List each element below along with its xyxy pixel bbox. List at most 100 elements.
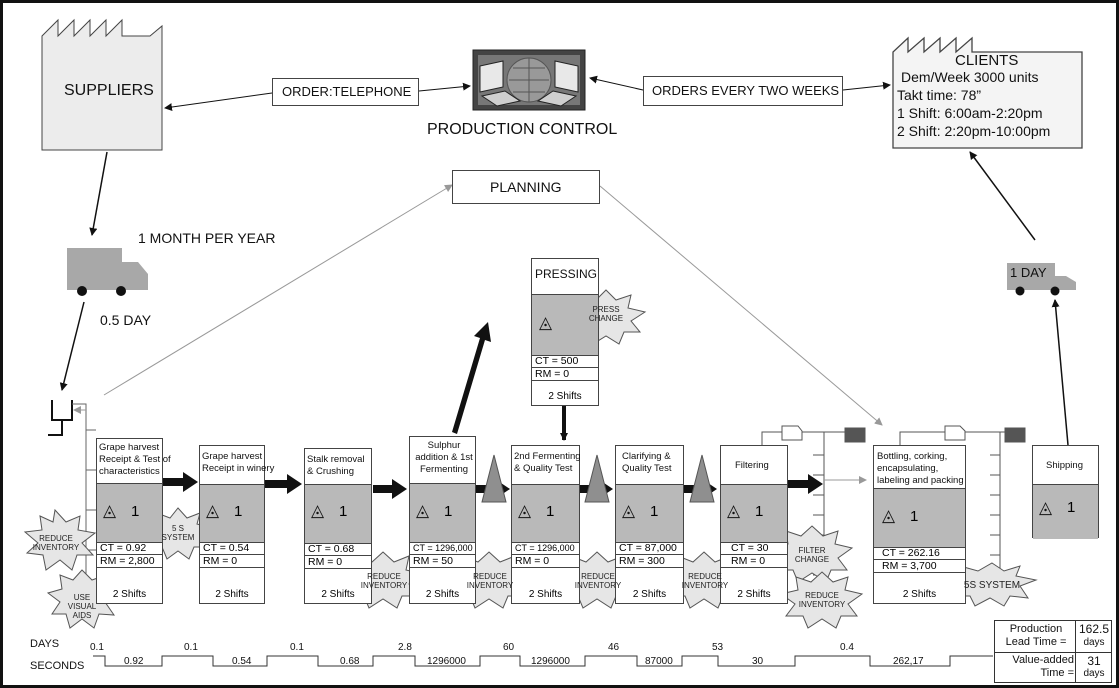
production-lead-time-value: 162.5 bbox=[1077, 622, 1111, 636]
operator-count: 1 bbox=[910, 508, 918, 525]
seconds-value: 1296000 bbox=[427, 656, 466, 667]
days-value: 46 bbox=[608, 642, 619, 653]
pressing-shifts: 2 Shifts bbox=[532, 389, 598, 405]
process-ct: CT = 0.54 bbox=[200, 542, 264, 555]
clients-title: CLIENTS bbox=[955, 52, 1018, 69]
seconds-label: SECONDS bbox=[30, 660, 84, 672]
computer-icon bbox=[473, 50, 585, 110]
burst-label: 5 S SYSTEM bbox=[155, 524, 201, 542]
process-box: Grape harvest Receipt in winery ◬ 1 CT =… bbox=[199, 445, 265, 604]
process-rm: RM = 3,700 bbox=[874, 560, 965, 573]
operator-count: 1 bbox=[444, 503, 452, 520]
seconds-value: 0.92 bbox=[124, 656, 143, 667]
burst-label: PRESS CHANGE bbox=[585, 305, 627, 323]
days-value: 0.1 bbox=[184, 642, 198, 653]
process-ct: CT = 262.16 bbox=[874, 547, 965, 560]
value-added-label: Value-added Time = bbox=[998, 654, 1074, 680]
burst-label: REDUCE INVENTORY bbox=[464, 572, 516, 590]
operator-icon: ◬ bbox=[1039, 498, 1052, 518]
process-box: 2nd Fermenting & Quality Test ◬ 1 CT = 1… bbox=[511, 445, 580, 604]
operator-icon: ◬ bbox=[727, 501, 740, 521]
process-ct: CT = 0.92 bbox=[97, 542, 162, 555]
push-arrow-icon bbox=[788, 474, 823, 494]
process-ct: CT = 0.68 bbox=[305, 543, 371, 556]
pressing-ct: CT = 500 bbox=[532, 355, 598, 368]
process-rm: RM = 2,800 bbox=[97, 555, 162, 568]
burst-label: REDUCE INVENTORY bbox=[30, 534, 82, 552]
process-shifts: 2 Shifts bbox=[200, 587, 264, 603]
value-added-value: 31 bbox=[1077, 654, 1111, 668]
push-arrow-icon bbox=[373, 479, 407, 499]
pressing-title: PRESSING bbox=[535, 267, 597, 281]
operator-count: 1 bbox=[234, 503, 242, 520]
production-lead-time-unit: days bbox=[1077, 637, 1111, 648]
order-telephone-label: ORDER:TELEPHONE bbox=[282, 84, 411, 99]
seconds-value: 0.54 bbox=[232, 656, 251, 667]
one-month-per-year-label: 1 MONTH PER YEAR bbox=[138, 230, 275, 246]
process-name: 2nd Fermenting & Quality Test bbox=[514, 451, 584, 475]
process-ct: CT = 30 bbox=[721, 542, 787, 555]
process-box: Grape harvest Receipt & Test of characte… bbox=[96, 438, 163, 604]
seconds-value: 1296000 bbox=[531, 656, 570, 667]
burst-label: USE VISUAL AIDS bbox=[62, 593, 102, 620]
process-box: Bottling, corking, encapsulating, labeli… bbox=[873, 445, 966, 604]
operator-icon: ◬ bbox=[103, 501, 116, 521]
operator-count: 1 bbox=[755, 503, 763, 520]
inventory-triangle-icon bbox=[690, 455, 714, 502]
inventory-triangle-icon bbox=[482, 455, 506, 502]
process-rm: RM = 0 bbox=[305, 556, 371, 569]
operator-icon: ◬ bbox=[518, 501, 531, 521]
operator-icon: ◬ bbox=[416, 501, 429, 521]
clients-line: 1 Shift: 6:00am-2:20pm bbox=[897, 105, 1043, 121]
burst-label: REDUCE INVENTORY bbox=[796, 591, 848, 609]
inventory-triangle-icon bbox=[585, 455, 609, 502]
planning-label: PLANNING bbox=[490, 179, 562, 195]
orders-every-two-weeks-label: ORDERS EVERY TWO WEEKS bbox=[652, 83, 839, 98]
process-rm: RM = 300 bbox=[616, 555, 683, 568]
production-lead-time-label: Production Lead Time = bbox=[998, 623, 1074, 649]
process-shifts: 2 Shifts bbox=[512, 587, 579, 603]
process-name: Stalk removal & Crushing bbox=[307, 454, 373, 478]
operator-icon: ◬ bbox=[311, 501, 324, 521]
process-name: Grape harvest Receipt in winery bbox=[202, 451, 277, 475]
days-value: 0.1 bbox=[90, 642, 104, 653]
operator-count: 1 bbox=[1067, 499, 1075, 516]
clients-line: Dem/Week 3000 units bbox=[901, 69, 1038, 85]
one-day-label: 1 DAY bbox=[1010, 265, 1047, 280]
process-rm: RM = 0 bbox=[721, 555, 787, 568]
days-value: 60 bbox=[503, 642, 514, 653]
process-shifts: 2 Shifts bbox=[97, 587, 162, 603]
process-name: Bottling, corking, encapsulating, labeli… bbox=[877, 451, 965, 487]
process-box: Clarifying & Quality Test ◬ 1 CT = 87,00… bbox=[615, 445, 684, 604]
process-name: Sulphur addition & 1st Fermenting bbox=[412, 440, 476, 476]
operator-icon: ◬ bbox=[539, 313, 552, 333]
operator-count: 1 bbox=[131, 503, 139, 520]
operator-icon: ◬ bbox=[622, 501, 635, 521]
half-day-label: 0.5 DAY bbox=[100, 312, 151, 328]
seconds-value: 87000 bbox=[645, 656, 673, 667]
process-name: Clarifying & Quality Test bbox=[622, 451, 682, 475]
days-value: 53 bbox=[712, 642, 723, 653]
receiving-dock-icon bbox=[48, 400, 72, 435]
clients-line: 2 Shift: 2:20pm-10:00pm bbox=[897, 123, 1050, 139]
process-rm: RM = 0 bbox=[512, 555, 579, 568]
operator-count: 1 bbox=[546, 503, 554, 520]
seconds-value: 30 bbox=[752, 656, 763, 667]
days-value: 0.1 bbox=[290, 642, 304, 653]
operator-count: 1 bbox=[339, 503, 347, 520]
burst-label: REDUCE INVENTORY bbox=[572, 572, 624, 590]
process-ct: CT = 87,000 bbox=[616, 542, 683, 555]
suppliers-label: SUPPLIERS bbox=[64, 82, 154, 100]
process-ct: CT = 1296,000 bbox=[410, 542, 475, 555]
operator-icon: ◬ bbox=[882, 506, 895, 526]
process-name: Shipping bbox=[1046, 460, 1096, 472]
shipping-box: Shipping ◬ 1 bbox=[1032, 445, 1099, 538]
days-value: 2.8 bbox=[398, 642, 412, 653]
production-control-label: PRODUCTION CONTROL bbox=[427, 121, 617, 139]
days-label: DAYS bbox=[30, 638, 59, 650]
process-name: Grape harvest Receipt & Test of characte… bbox=[99, 442, 179, 478]
push-arrow-icon bbox=[265, 474, 302, 494]
days-value: 0.4 bbox=[840, 642, 854, 653]
truck-icon bbox=[67, 248, 148, 296]
push-arrow-icon bbox=[452, 322, 491, 434]
